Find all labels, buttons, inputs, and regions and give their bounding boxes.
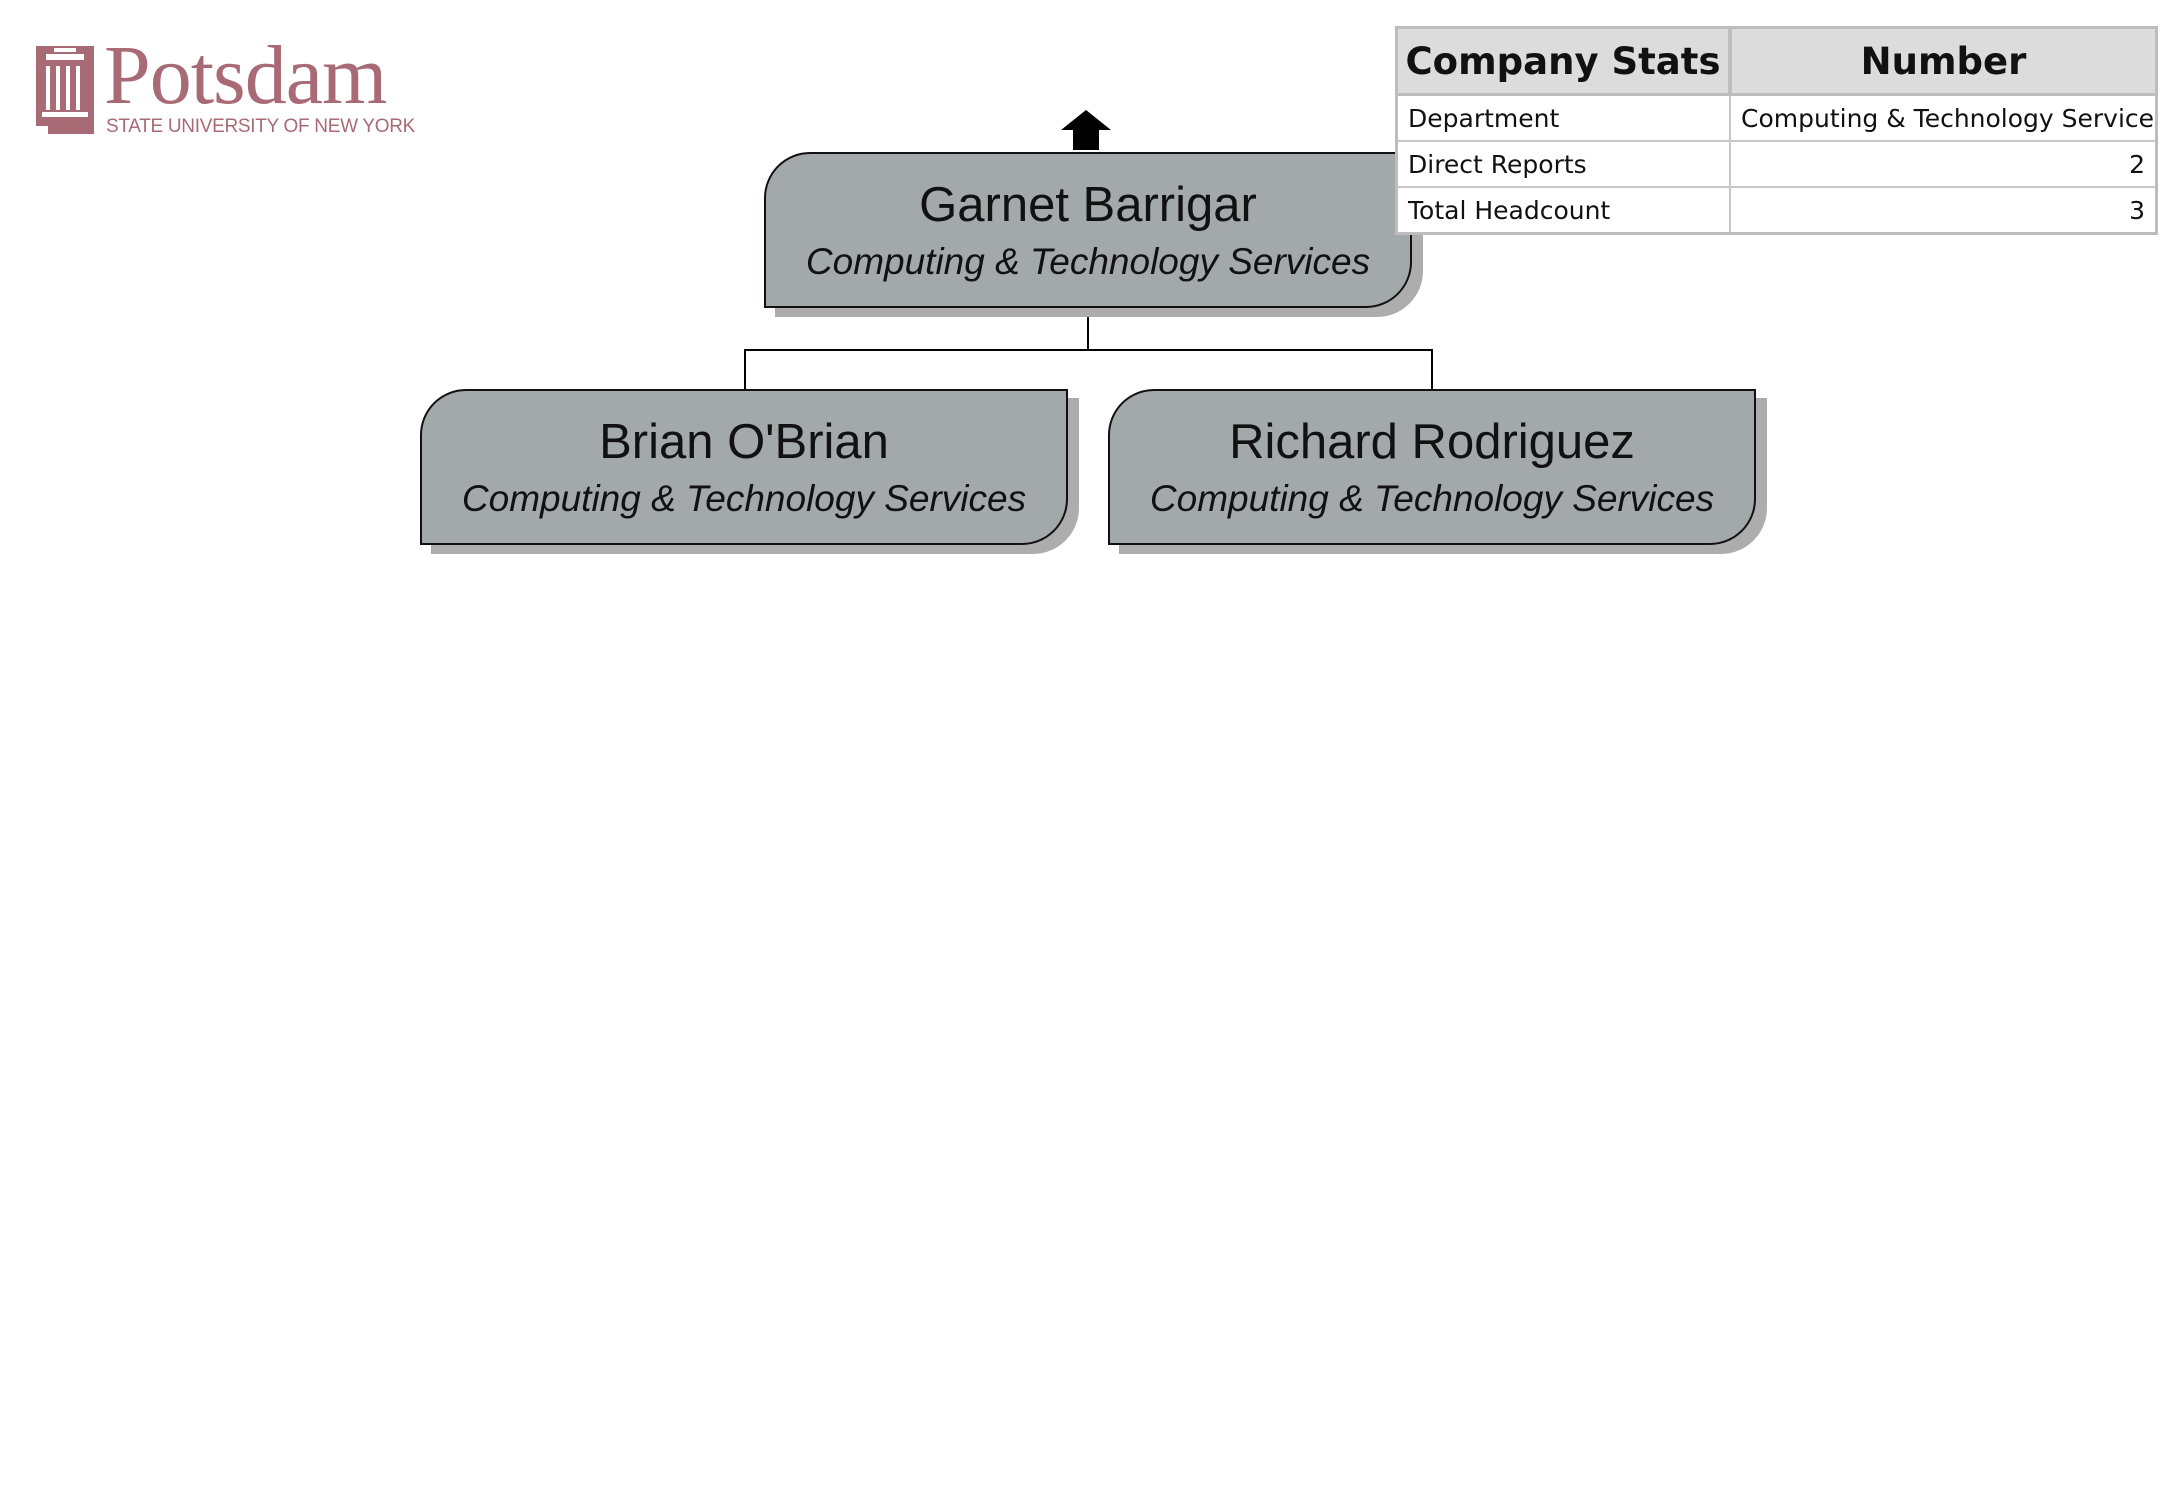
stats-value: 2 <box>1730 140 2157 187</box>
stats-header-label: Company Stats <box>1396 27 1732 96</box>
stats-value: 3 <box>1730 186 2157 234</box>
potsdam-logo: Potsdam STATE UNIVERSITY OF NEW YORK <box>32 34 415 140</box>
employee-name: Garnet Barrigar <box>919 178 1257 232</box>
stats-row: Total Headcount 3 <box>1396 186 2157 234</box>
org-card-child[interactable]: Brian O'Brian Computing & Technology Ser… <box>420 389 1068 545</box>
stats-label: Direct Reports <box>1396 140 1731 187</box>
employee-department: Computing & Technology Services <box>461 478 1027 519</box>
employee-name: Richard Rodriguez <box>1229 415 1635 469</box>
org-card-root[interactable]: Garnet Barrigar Computing & Technology S… <box>764 152 1412 308</box>
stats-value: Computing & Technology Services <box>1730 93 2157 141</box>
logo-wordmark: Potsdam <box>104 29 387 122</box>
stats-header-row: Company Stats Number <box>1396 27 2157 96</box>
stats-row: Direct Reports 2 <box>1396 140 2157 187</box>
stats-label: Total Headcount <box>1396 186 1731 234</box>
logo-tagline: STATE UNIVERSITY OF NEW YORK <box>106 116 416 137</box>
company-stats-table: Company Stats Number Department Computin… <box>1395 26 2158 235</box>
org-card-child[interactable]: Richard Rodriguez Computing & Technology… <box>1108 389 1756 545</box>
stats-row: Department Computing & Technology Servic… <box>1396 93 2157 141</box>
stats-label: Department <box>1396 93 1731 141</box>
employee-department: Computing & Technology Services <box>1149 478 1715 519</box>
stats-header-value: Number <box>1730 27 2157 96</box>
employee-name: Brian O'Brian <box>599 415 889 469</box>
employee-department: Computing & Technology Services <box>805 241 1371 282</box>
up-arrow-icon[interactable] <box>1061 110 1111 150</box>
building-icon <box>32 46 94 134</box>
